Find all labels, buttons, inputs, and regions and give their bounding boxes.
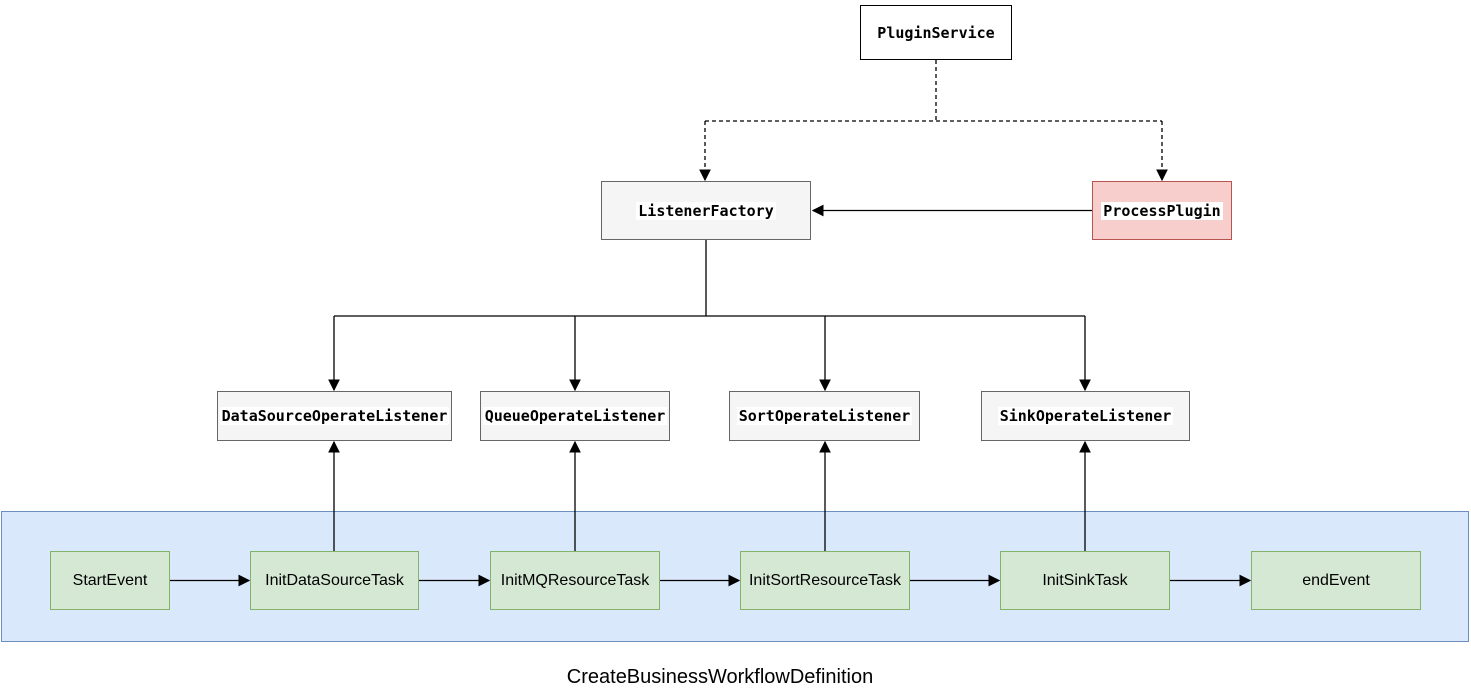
node-end-event[interactable]: endEvent: [1251, 551, 1421, 610]
node-label: ListenerFactory: [636, 201, 776, 220]
diagram-caption: CreateBusinessWorkflowDefinition: [566, 666, 874, 688]
node-label: StartEvent: [72, 571, 148, 589]
node-label: InitMQResourceTask: [500, 571, 650, 589]
node-label: DataSourceOperateListener: [219, 407, 450, 425]
node-process-plugin[interactable]: ProcessPlugin: [1092, 181, 1232, 240]
node-label: QueueOperateListener: [482, 407, 668, 425]
node-datasource-operate-listener[interactable]: DataSourceOperateListener: [217, 391, 452, 441]
node-label: InitDataSourceTask: [265, 571, 404, 589]
node-sink-operate-listener[interactable]: SinkOperateListener: [981, 391, 1190, 441]
node-init-datasource-task[interactable]: InitDataSourceTask: [250, 551, 419, 610]
node-listener-factory[interactable]: ListenerFactory: [601, 181, 811, 240]
node-init-sink-task[interactable]: InitSinkTask: [1000, 551, 1170, 610]
node-label: SinkOperateListener: [997, 407, 1174, 425]
node-queue-operate-listener[interactable]: QueueOperateListener: [480, 391, 670, 441]
node-start-event[interactable]: StartEvent: [50, 551, 170, 610]
node-init-sort-resource-task[interactable]: InitSortResourceTask: [740, 551, 910, 610]
node-label: InitSinkTask: [1042, 571, 1128, 589]
node-init-mq-resource-task[interactable]: InitMQResourceTask: [490, 551, 660, 610]
node-label: InitSortResourceTask: [748, 571, 902, 589]
node-label: SortOperateListener: [736, 407, 913, 425]
node-plugin-service[interactable]: PluginService: [860, 5, 1012, 60]
edge-pluginservice-stem: [705, 60, 1162, 122]
node-label: ProcessPlugin: [1101, 201, 1223, 220]
node-label: PluginService: [875, 23, 997, 42]
node-label: endEvent: [1302, 571, 1370, 589]
workflow-lane[interactable]: [1, 511, 1469, 642]
node-sort-operate-listener[interactable]: SortOperateListener: [729, 391, 920, 441]
edge-listenerfactory-stem: [334, 240, 1085, 317]
